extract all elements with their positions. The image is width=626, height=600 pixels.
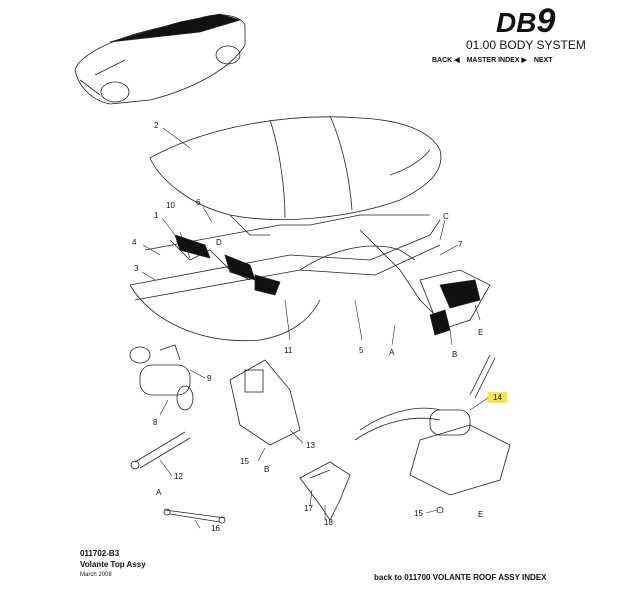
- back-label: BACK: [432, 57, 453, 64]
- callout-15-left[interactable]: 15: [240, 457, 249, 466]
- assembly-title: Volante Top Assy: [80, 560, 146, 569]
- callout-11[interactable]: 11: [284, 346, 293, 355]
- callout-a-top[interactable]: A: [389, 348, 395, 357]
- callout-3[interactable]: 3: [134, 264, 139, 273]
- callout-13[interactable]: 13: [306, 441, 315, 450]
- callout-7[interactable]: 7: [458, 240, 463, 249]
- callout-17[interactable]: 17: [304, 504, 313, 513]
- car-thumbnail: [74, 13, 246, 105]
- roof-frame: [129, 214, 491, 342]
- section-title: 01.00 BODY SYSTEM: [466, 38, 586, 52]
- soft-top-cover: [149, 115, 442, 220]
- leader-lines: [141, 127, 489, 529]
- callout-2[interactable]: 2: [154, 121, 159, 130]
- callout-15-right[interactable]: 15: [414, 509, 423, 518]
- back-to-index-link[interactable]: back to 011700 VOLANTE ROOF ASSY INDEX: [374, 573, 547, 582]
- callout-b-top[interactable]: B: [452, 350, 458, 359]
- callout-b-bottom[interactable]: B: [264, 465, 270, 474]
- next-link[interactable]: NEXT: [534, 57, 553, 64]
- callout-e-bottom[interactable]: E: [478, 510, 484, 519]
- callout-4[interactable]: 4: [132, 238, 137, 247]
- db9-logo: DB9: [496, 2, 555, 41]
- triangle-left-icon: ◀: [454, 57, 460, 64]
- callout-12[interactable]: 12: [174, 472, 183, 481]
- callout-18[interactable]: 18: [324, 518, 333, 527]
- motor-assembly: [129, 344, 194, 411]
- nav-bar: BACK ◀ MASTER INDEX ▶ NEXT: [432, 56, 553, 65]
- callout-c[interactable]: C: [443, 212, 449, 221]
- triangle-right-icon: ▶: [521, 57, 527, 64]
- callout-9[interactable]: 9: [207, 374, 212, 383]
- callout-8[interactable]: 8: [153, 418, 158, 427]
- callout-d[interactable]: D: [216, 238, 222, 247]
- part-code: 011702-B3: [80, 549, 120, 558]
- publication-date: March 2008: [80, 572, 112, 578]
- strut: [130, 431, 191, 470]
- callout-5[interactable]: 5: [359, 346, 364, 355]
- link-arm: [163, 508, 226, 524]
- master-index-label: MASTER INDEX: [466, 57, 520, 64]
- callout-1[interactable]: 1: [154, 211, 159, 220]
- callout-a-bottom[interactable]: A: [156, 488, 162, 497]
- bracket: [229, 359, 301, 446]
- back-link[interactable]: BACK ◀: [432, 56, 462, 64]
- hydraulic-pump: [354, 354, 511, 514]
- logo-number: 9: [536, 2, 556, 40]
- callout-6[interactable]: 6: [196, 198, 201, 207]
- logo-text: DB: [496, 7, 537, 38]
- callout-16[interactable]: 16: [211, 524, 220, 533]
- callout-14-highlighted[interactable]: 14: [488, 392, 507, 403]
- master-index-link[interactable]: MASTER INDEX ▶: [467, 56, 529, 64]
- next-label: NEXT: [533, 56, 553, 64]
- callout-e-top[interactable]: E: [478, 328, 484, 337]
- callout-10[interactable]: 10: [166, 201, 175, 210]
- pillar-trim: [299, 461, 351, 521]
